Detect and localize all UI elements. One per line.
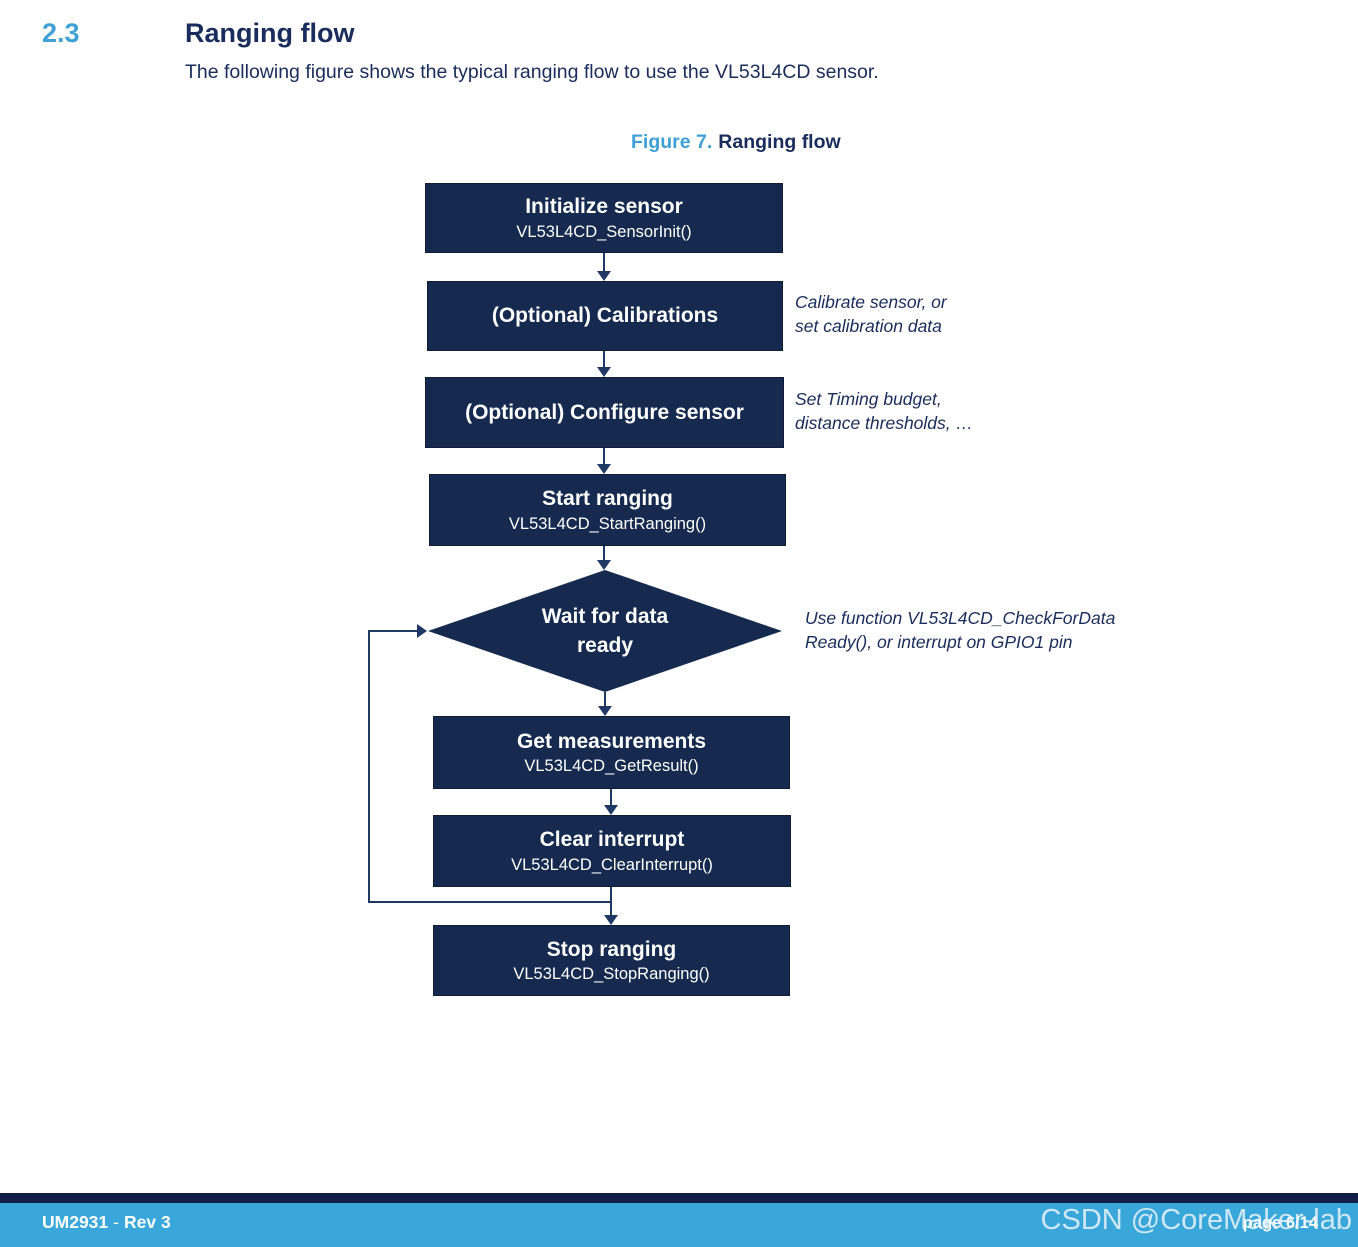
node-title: Get measurements (516, 729, 707, 753)
arrowhead-down-icon (597, 464, 611, 474)
loop-connector-line (368, 901, 612, 903)
flow-node-optional-calibrations: (Optional) Calibrations (427, 281, 783, 351)
doc-id-separator: - (113, 1212, 119, 1232)
node-title: Wait for data ready (541, 604, 669, 657)
section-title: Ranging flow (185, 18, 355, 48)
connector-line (603, 253, 605, 272)
arrowhead-down-icon (604, 915, 618, 925)
flow-node-clear-interrupt: Clear interrupt VL53L4CD_ClearInterrupt(… (433, 815, 791, 887)
flow-node-get-measurements: Get measurements VL53L4CD_GetResult() (433, 716, 790, 789)
connector-line (603, 351, 605, 368)
arrowhead-down-icon (598, 706, 612, 716)
note-wait-for-data-ready: Use function VL53L4CD_CheckForData Ready… (805, 608, 1116, 652)
footer-blue-bar (0, 1203, 1358, 1247)
doc-id: UM2931 (42, 1212, 109, 1232)
flow-node-stop-ranging: Stop ranging VL53L4CD_StopRanging() (433, 925, 790, 996)
note-configure-sensor: Set Timing budget, distance thresholds, … (795, 389, 974, 433)
flow-node-optional-configure-sensor: (Optional) Configure sensor (425, 377, 784, 448)
node-title: (Optional) Configure sensor (465, 400, 744, 424)
figure-label: Figure 7. (631, 131, 713, 153)
arrowhead-down-icon (597, 367, 611, 377)
figure-caption: Figure 7.Ranging flow (631, 131, 841, 154)
flow-node-initialize-sensor: Initialize sensor VL53L4CD_SensorInit() (425, 183, 783, 253)
arrowhead-down-icon (597, 271, 611, 281)
node-subtitle: VL53L4CD_StopRanging() (513, 965, 710, 984)
node-subtitle: VL53L4CD_GetResult() (524, 757, 699, 776)
node-subtitle: VL53L4CD_StartRanging() (508, 514, 707, 533)
connector-line (603, 448, 605, 465)
node-title: Start ranging (542, 487, 673, 511)
node-title: Clear interrupt (539, 828, 685, 852)
page-number: page 6/14 (1242, 1214, 1318, 1232)
footer-doc-id: UM2931-Rev 3 (42, 1212, 171, 1233)
section-number: 2.3 (42, 18, 80, 48)
node-subtitle: VL53L4CD_ClearInterrupt() (511, 855, 713, 874)
figure-title: Ranging flow (718, 131, 841, 153)
arrowhead-down-icon (597, 560, 611, 570)
intro-text: The following figure shows the typical r… (185, 61, 879, 83)
watermark: CSDN @CoreMaker-lab (1040, 1204, 1352, 1236)
loop-connector-line (368, 630, 418, 632)
arrowhead-right-icon (417, 624, 427, 638)
connector-line (604, 692, 606, 707)
node-subtitle: VL53L4CD_SensorInit() (516, 222, 692, 241)
footer-navy-bar (0, 1193, 1358, 1203)
loop-connector-line (368, 630, 370, 903)
flow-node-wait-for-data-ready: Wait for data ready (428, 570, 782, 692)
connector-line (610, 789, 612, 806)
flow-node-start-ranging: Start ranging VL53L4CD_StartRanging() (429, 474, 786, 546)
doc-revision: Rev 3 (123, 1212, 171, 1232)
node-title: (Optional) Calibrations (491, 304, 719, 328)
node-title: Initialize sensor (525, 195, 683, 219)
node-title: Stop ranging (546, 937, 677, 961)
connector-line (603, 546, 605, 561)
arrowhead-down-icon (604, 805, 618, 815)
note-calibrations: Calibrate sensor, or set calibration dat… (795, 292, 947, 336)
